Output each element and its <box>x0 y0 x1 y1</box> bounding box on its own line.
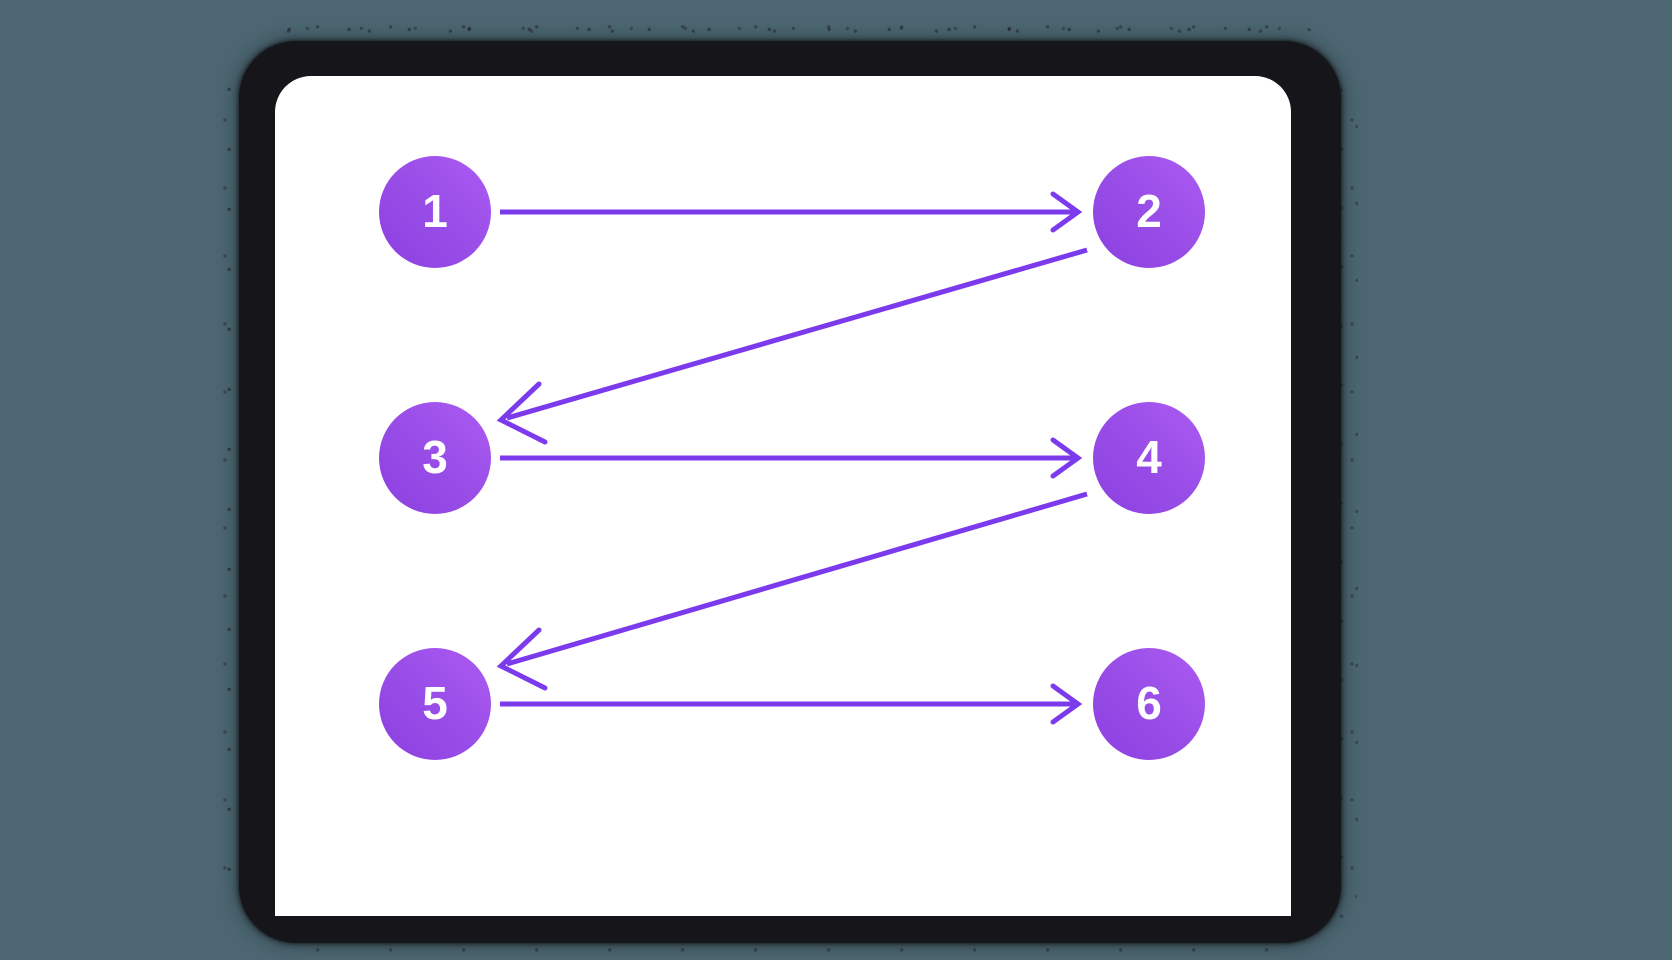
node-5-label: 5 <box>422 677 448 729</box>
node-layer <box>379 156 1205 760</box>
node-5[interactable]: 5 <box>379 648 491 760</box>
arrowhead-icon <box>1050 191 1083 233</box>
node-3[interactable]: 3 <box>379 402 491 514</box>
node-3-label: 3 <box>422 431 448 483</box>
node-circle-5[interactable] <box>379 648 491 760</box>
edge-5-to-6 <box>500 683 1083 725</box>
node-1-label: 1 <box>422 185 448 237</box>
node-circle-3[interactable] <box>379 402 491 514</box>
node-circle-6[interactable] <box>1093 648 1205 760</box>
edge-2-to-3 <box>496 247 1088 445</box>
arrowhead-icon <box>496 381 548 445</box>
screenshot-stage: 1 2 3 4 5 6 <box>222 24 1358 960</box>
node-2-label: 2 <box>1136 185 1162 237</box>
edge-3-to-4 <box>500 437 1083 479</box>
node-4[interactable]: 4 <box>1093 402 1205 514</box>
edge-line <box>506 491 1088 667</box>
node-4-label: 4 <box>1136 431 1162 483</box>
node-circle-4[interactable] <box>1093 402 1205 514</box>
node-2[interactable]: 2 <box>1093 156 1205 268</box>
edge-layer <box>496 191 1088 725</box>
node-circle-2[interactable] <box>1093 156 1205 268</box>
edge-line <box>506 247 1088 421</box>
node-6-label: 6 <box>1136 677 1162 729</box>
arrowhead-icon <box>496 627 548 691</box>
edge-4-to-5 <box>496 491 1088 691</box>
arrowhead-icon <box>1050 683 1083 725</box>
node-6[interactable]: 6 <box>1093 648 1205 760</box>
flow-diagram-canvas <box>379 156 1205 760</box>
node-1[interactable]: 1 <box>379 156 491 268</box>
node-circle-1[interactable] <box>379 156 491 268</box>
device-screen: 1 2 3 4 5 6 <box>275 76 1291 916</box>
arrowhead-icon <box>1050 437 1083 479</box>
edge-1-to-2 <box>500 191 1083 233</box>
